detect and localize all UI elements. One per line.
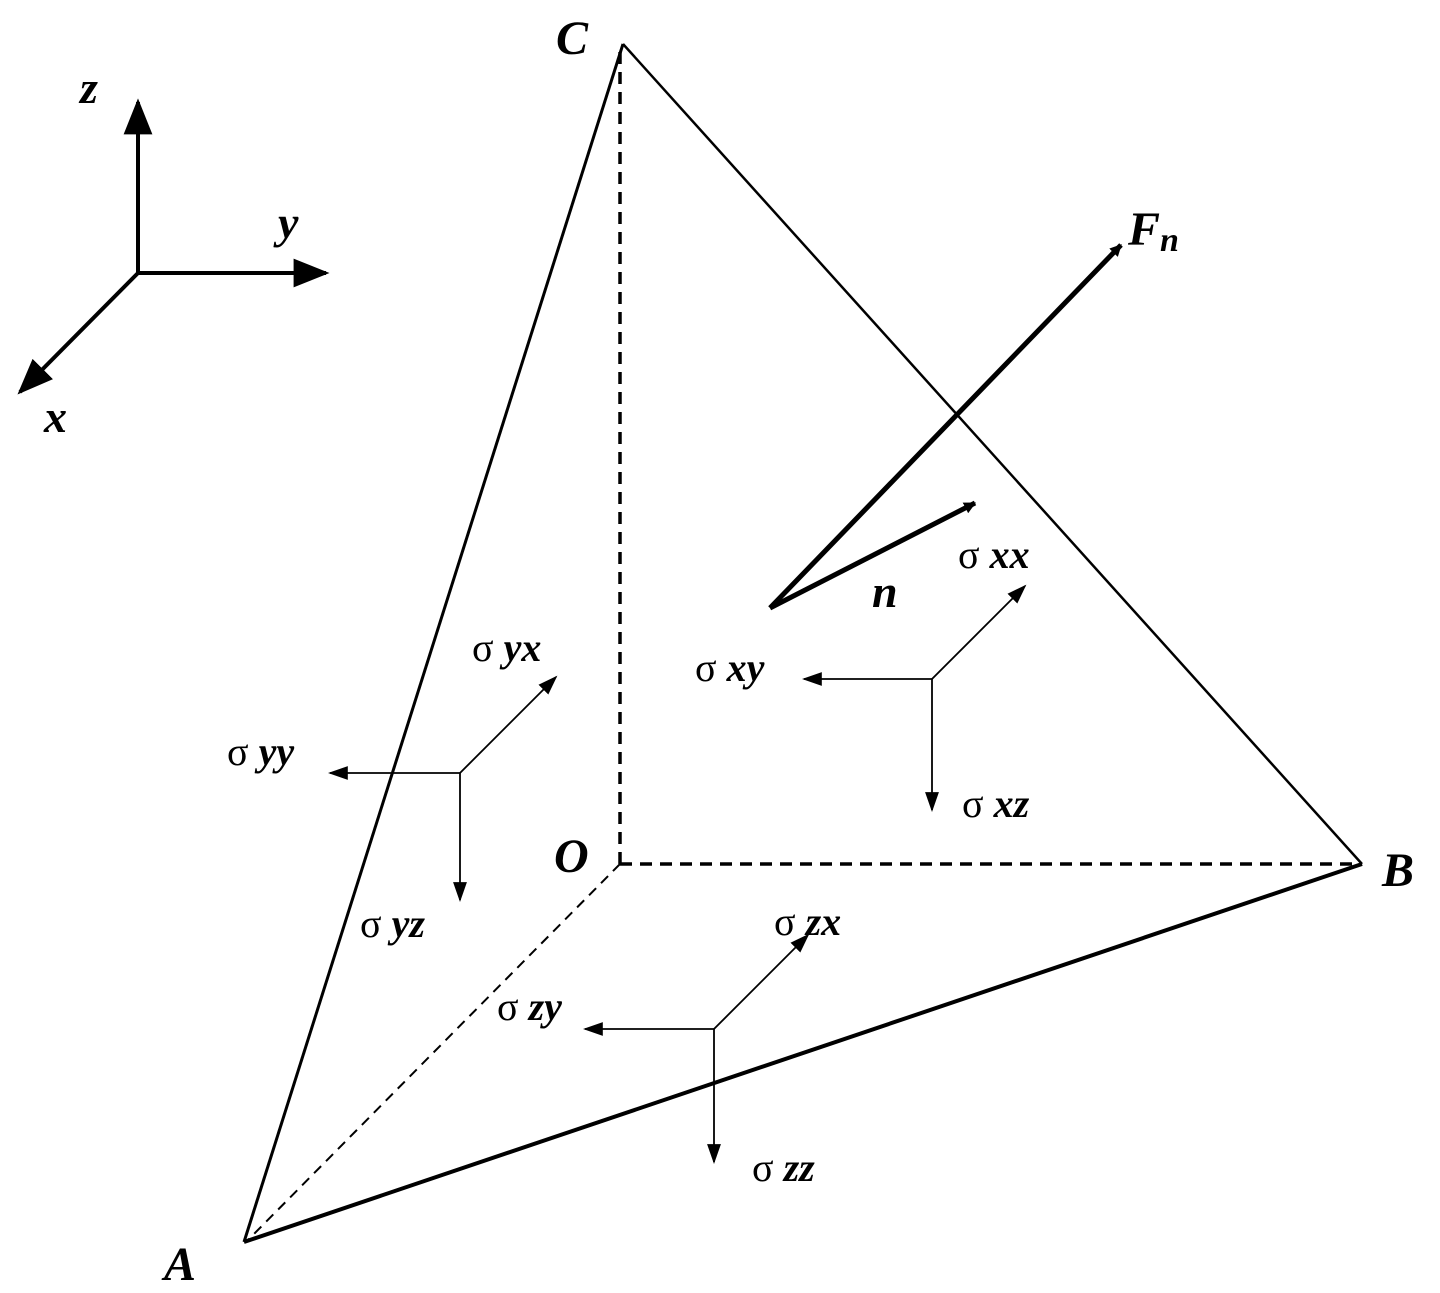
sigma-symbol: σ [497,984,519,1029]
force-label: Fn [1127,203,1179,259]
edge-ca [242,43,625,1243]
y-axis-label: y [273,197,299,248]
vertex-label-b: B [1381,844,1414,897]
edge-oa-hidden [247,863,621,1241]
x-axis-arrow [17,271,140,395]
stress-arrow-yx [459,675,558,774]
edge-ab [243,862,1363,1244]
normal-label: n [872,566,898,617]
x-axis-label: x [43,391,67,442]
stress-arrow-zx [713,933,810,1030]
stress-sub-xx: xx [989,532,1030,577]
normal-vector-n [768,500,977,611]
sigma-symbol: σ [227,729,249,774]
stress-arrow-xx [931,584,1027,680]
stress-sub-yz: yz [388,901,426,946]
tetrahedron [242,43,1363,1244]
stress-sub-zx: zx [804,899,842,944]
stress-sub-yy: yy [255,729,295,774]
vectors [768,243,1123,611]
stress-group-x-face [802,584,1027,812]
vertex-label-o: O [554,830,589,883]
vertex-label-c: C [556,12,589,65]
sigma-symbol: σ [360,901,382,946]
stress-sub-yx: yx [500,625,542,670]
coordinate-axes [17,98,330,395]
stress-sub-zz: zz [782,1145,816,1190]
vertex-label-a: A [161,1238,196,1291]
stress-group-y-face [328,675,558,902]
sigma-symbol: σ [774,899,796,944]
sigma-symbol: σ [695,645,717,690]
sigma-symbol: σ [752,1145,774,1190]
sigma-symbol: σ [472,625,494,670]
sigma-symbol: σ [962,781,984,826]
sigma-symbol: σ [958,532,980,577]
edge-cb [622,43,1363,865]
stress-group-z-face [583,933,810,1164]
force-label-main: F [1127,203,1160,256]
force-label-sub: n [1160,222,1179,259]
stress-sub-xy: xy [726,645,765,690]
stress-sub-zy: zy [527,984,563,1029]
z-axis-label: z [78,62,98,113]
stress-sub-xz: xz [993,781,1030,826]
force-vector-fn [768,243,1123,610]
